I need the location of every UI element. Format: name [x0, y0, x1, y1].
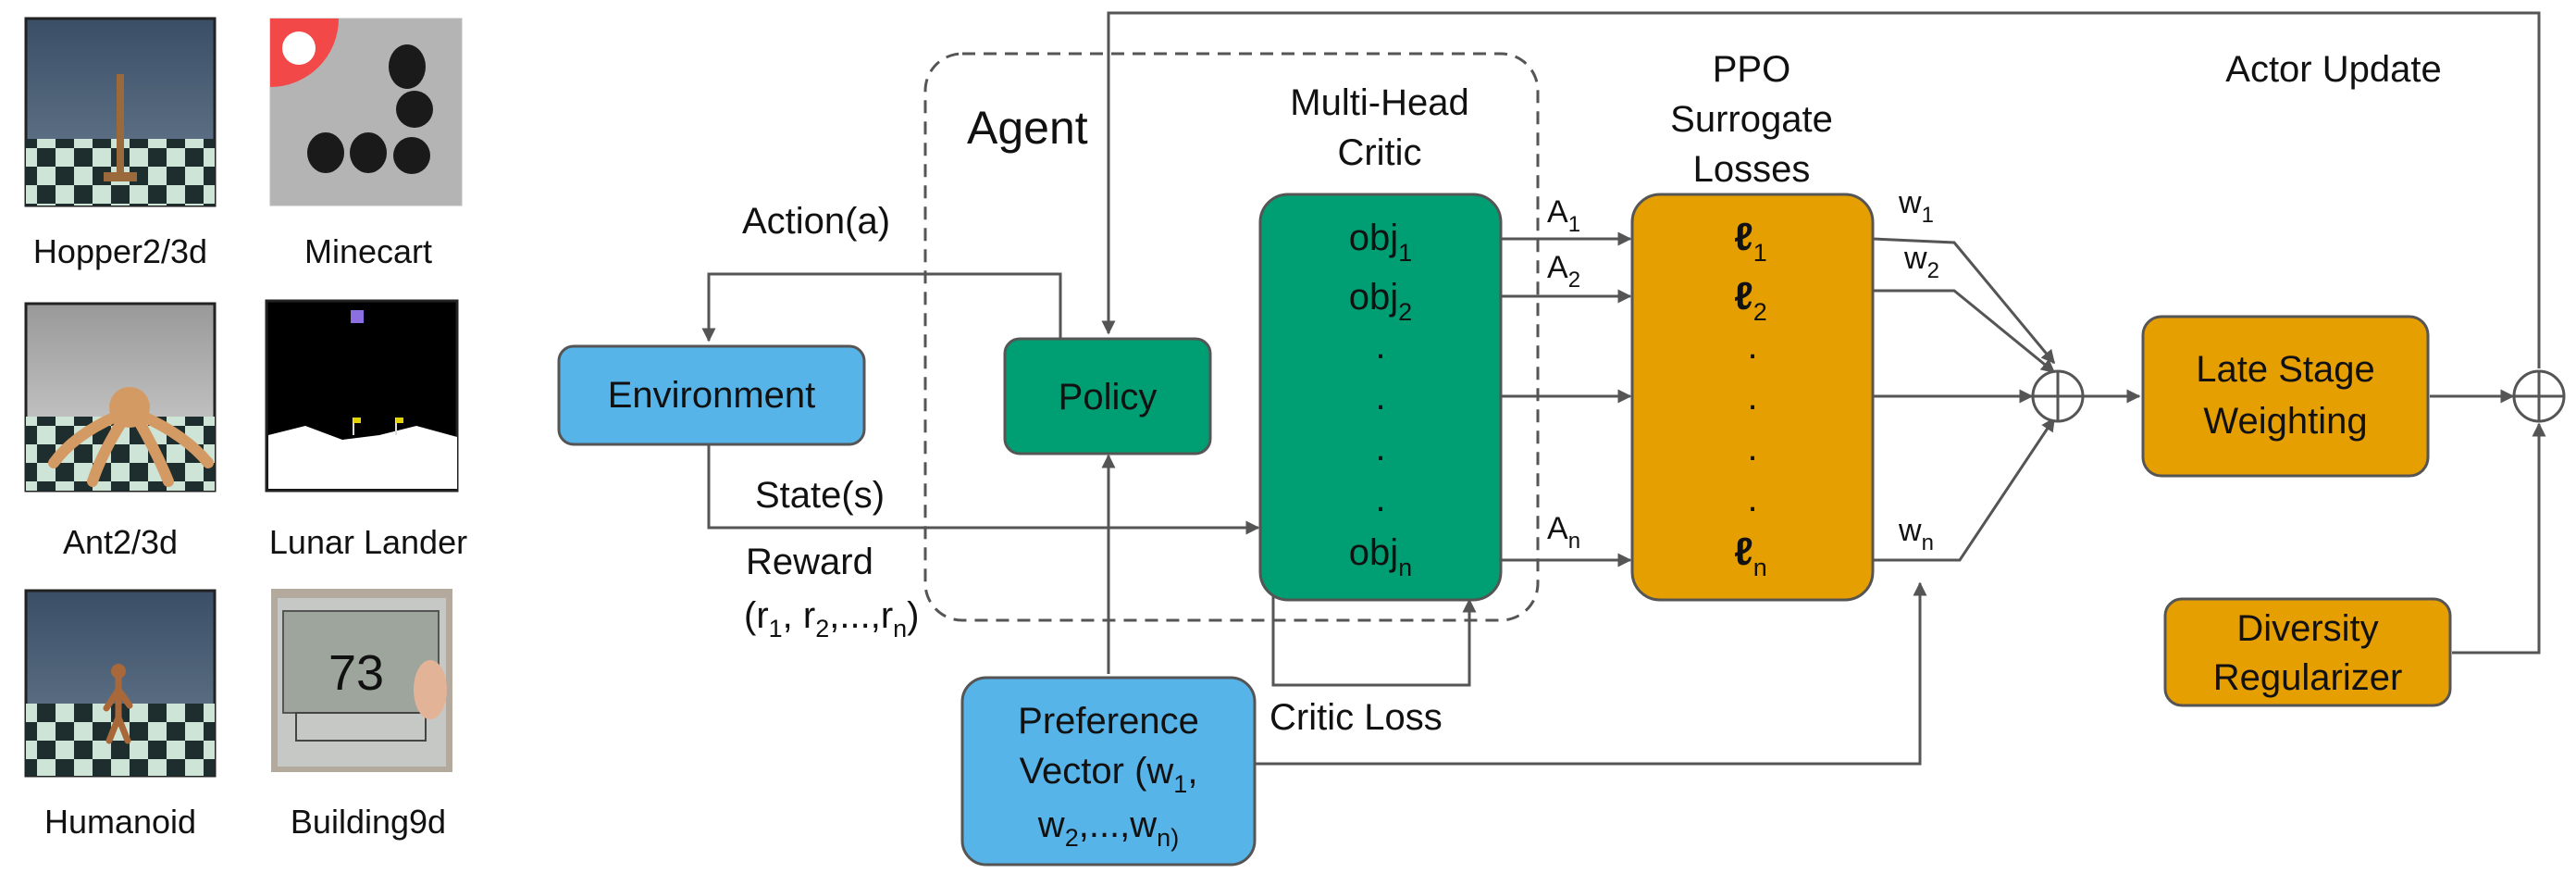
weight-wn-label: wn	[1898, 513, 1934, 555]
humanoid-thumbnail	[24, 589, 217, 778]
ppo-dot: .	[1747, 428, 1757, 468]
hopper-caption: Hopper2/3d	[33, 232, 207, 270]
loss-1-arrow	[1872, 237, 2056, 365]
ppo-loss-2: ℓ2	[1734, 274, 1767, 326]
building-thumbnail: 73	[271, 589, 452, 772]
late-stage-box	[2141, 315, 2430, 478]
preference-box	[960, 676, 1257, 867]
advantage-an-label: An	[1547, 511, 1580, 554]
critic-dot: .	[1375, 428, 1385, 468]
late-stage-line2: Weighting	[2203, 401, 2367, 442]
agent-label: Agent	[967, 102, 1088, 154]
diversity-line1: Diversity	[2236, 608, 2378, 649]
critic-obj-2: obj2	[1349, 277, 1412, 326]
diversity-line2: Regularizer	[2213, 657, 2403, 698]
critic-dot: .	[1375, 479, 1385, 519]
hopper-thumbnail	[24, 17, 217, 207]
critic-loss-arrow	[1271, 592, 1477, 687]
late-stage-line1: Late Stage	[2196, 349, 2375, 390]
reward-label-line2: (r1, r2,...,rn)	[744, 595, 920, 642]
loss-2-arrow	[1873, 289, 2056, 374]
advantage-a2-label: A2	[1547, 250, 1580, 293]
critic-loss-label: Critic Loss	[1269, 697, 1443, 738]
critic-obj-n: objn	[1349, 532, 1412, 581]
action-label: Action(a)	[742, 201, 890, 242]
advantage-a1-label: A1	[1547, 194, 1580, 237]
diversity-to-sum-arrow	[2452, 422, 2546, 655]
critic-title-line1: Multi-Head	[1290, 82, 1468, 123]
policy-label: Policy	[1059, 377, 1158, 418]
ppo-dot: .	[1747, 377, 1757, 418]
environment-box	[557, 344, 866, 446]
lunar-lander-thumbnail	[265, 299, 459, 493]
sum-node-actor	[2512, 369, 2566, 423]
environment-label: Environment	[608, 375, 816, 416]
critic-title-line2: Critic	[1337, 132, 1421, 173]
ppo-loss-1: ℓ1	[1734, 215, 1767, 267]
ant-thumbnail	[24, 302, 217, 493]
building-caption: Building9d	[291, 803, 446, 841]
lunar-lander-caption: Lunar Lander	[269, 523, 467, 561]
weight-w1-label: w1	[1898, 185, 1934, 228]
minecart-thumbnail	[269, 18, 463, 206]
loss-n-arrow	[1873, 417, 2056, 562]
ppo-title-line3: Losses	[1693, 149, 1811, 190]
action-arrow	[701, 272, 1062, 343]
preference-to-weights-arrow	[1254, 581, 1927, 766]
agent-boundary	[923, 52, 1540, 622]
ant-caption: Ant2/3d	[63, 523, 178, 561]
sum-node-losses	[2031, 369, 2085, 423]
preference-line1: Preference	[1018, 701, 1199, 742]
reward-label-line1: Reward	[746, 542, 873, 582]
ppo-box	[1630, 193, 1875, 602]
thermostat-display: 73	[328, 645, 384, 701]
preference-line2: Vector (w1,	[1020, 751, 1198, 798]
actor-update-arrow	[1101, 11, 2541, 368]
critic-obj-1: obj1	[1349, 218, 1412, 267]
ppo-title-line2: Surrogate	[1670, 99, 1833, 140]
weight-w2-label: w2	[1903, 241, 1939, 283]
actor-update-label: Actor Update	[2225, 49, 2441, 90]
minecart-caption: Minecart	[304, 232, 432, 270]
ppo-dot: .	[1747, 326, 1757, 367]
ppo-loss-n: ℓn	[1734, 530, 1767, 581]
critic-dot: .	[1375, 326, 1385, 367]
ppo-title-line1: PPO	[1713, 49, 1790, 90]
ppo-dot: .	[1747, 479, 1757, 519]
humanoid-caption: Humanoid	[44, 803, 196, 841]
policy-box	[1003, 337, 1212, 455]
diversity-box	[2163, 597, 2452, 707]
state-label: State(s)	[755, 475, 885, 516]
critic-dot: .	[1375, 377, 1385, 418]
state-arrow	[707, 444, 1260, 535]
critic-box	[1258, 193, 1503, 602]
preference-line3: w2,...,wn)	[1037, 804, 1179, 852]
